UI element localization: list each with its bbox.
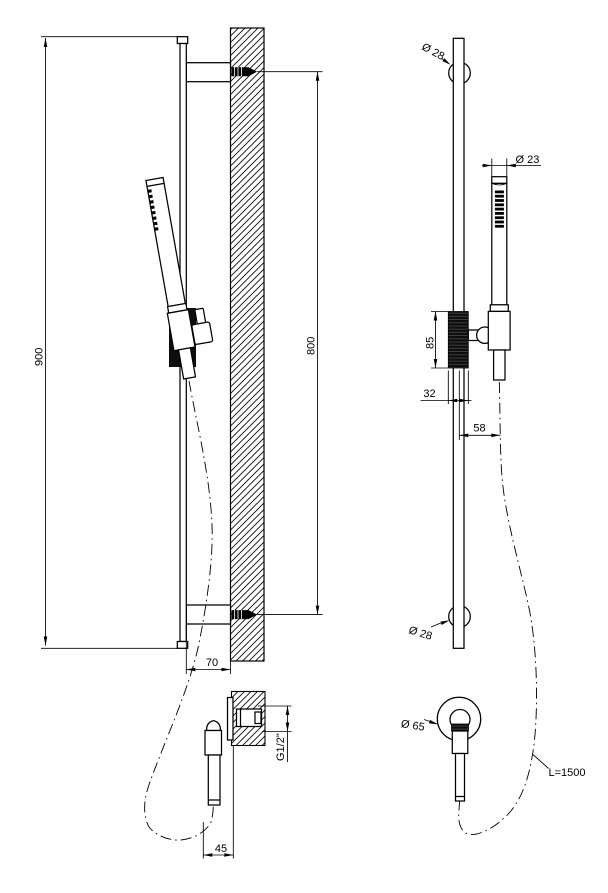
dim-escutcheon-diameter: Ø 65 xyxy=(400,718,439,734)
dim-l1500-label: L=1500 xyxy=(549,767,586,779)
dim-rail-diameter-top: Ø 28 xyxy=(420,41,451,65)
dim-70-label: 70 xyxy=(206,657,218,669)
outlet-drop-body xyxy=(451,730,469,755)
top-bracket xyxy=(185,62,232,83)
nozzle-stripes xyxy=(494,190,504,228)
top-screw-anchor xyxy=(231,67,323,77)
handshower-cap xyxy=(491,176,508,185)
bottom-screw-anchor xyxy=(231,610,323,620)
hand-shower-side xyxy=(145,176,197,380)
dim-slider-width: 32 xyxy=(420,370,472,404)
outlet-escutcheon-side xyxy=(226,696,234,741)
outlet-elbow-body xyxy=(204,729,223,756)
dim-900-label: 900 xyxy=(34,348,46,366)
hose-front xyxy=(458,381,537,836)
dim-outlet-thread: G1/2" xyxy=(258,705,292,762)
dim-overall-height: 900 xyxy=(34,36,178,649)
outlet-knurl-ring xyxy=(451,723,469,732)
dim-85-label: 85 xyxy=(425,337,437,349)
nozzle-dashes xyxy=(147,189,159,231)
outlet-front xyxy=(436,696,482,802)
outlet-elbow-dome xyxy=(205,719,222,732)
outlet-detail-side xyxy=(204,690,266,806)
front-view: Ø 28 Ø 28 Ø 23 85 xyxy=(400,37,586,836)
bottom-bracket xyxy=(185,604,232,625)
dim-45-label: 45 xyxy=(215,843,227,855)
wall-section xyxy=(229,27,265,662)
slider-block-front xyxy=(447,311,469,369)
dim-800-label: 800 xyxy=(306,337,318,355)
handshower-handle xyxy=(492,349,506,381)
label-hose-length: L=1500 xyxy=(532,754,586,779)
outlet-drop-tube xyxy=(454,752,466,802)
outlet-elbow-tube xyxy=(207,754,221,806)
slider-knob xyxy=(191,307,214,345)
dim-d28-bottom-label: Ø 28 xyxy=(407,624,433,642)
dim-handshower-offset: 58 xyxy=(458,370,501,440)
dim-32-label: 32 xyxy=(423,388,435,400)
side-view: 900 800 70 45 xyxy=(34,27,323,859)
hand-shower-front xyxy=(487,176,511,381)
handshower-joint xyxy=(489,304,509,313)
dim-58-label: 58 xyxy=(473,423,485,435)
dim-bracket-spacing: 800 xyxy=(306,71,320,615)
dim-g12-label: G1/2" xyxy=(275,733,287,761)
dim-rail-diameter-bottom: Ø 28 xyxy=(407,620,450,643)
handshower-clamp xyxy=(487,310,511,351)
dim-handshower-diameter: Ø 23 xyxy=(482,154,541,176)
dim-d23-label: Ø 23 xyxy=(516,154,540,166)
dim-outlet-projection: 45 xyxy=(202,746,234,859)
dim-slider-height: 85 xyxy=(425,311,448,369)
dim-d65-label: Ø 65 xyxy=(400,718,425,734)
dim-rail-wall-offset: 70 xyxy=(185,625,231,674)
